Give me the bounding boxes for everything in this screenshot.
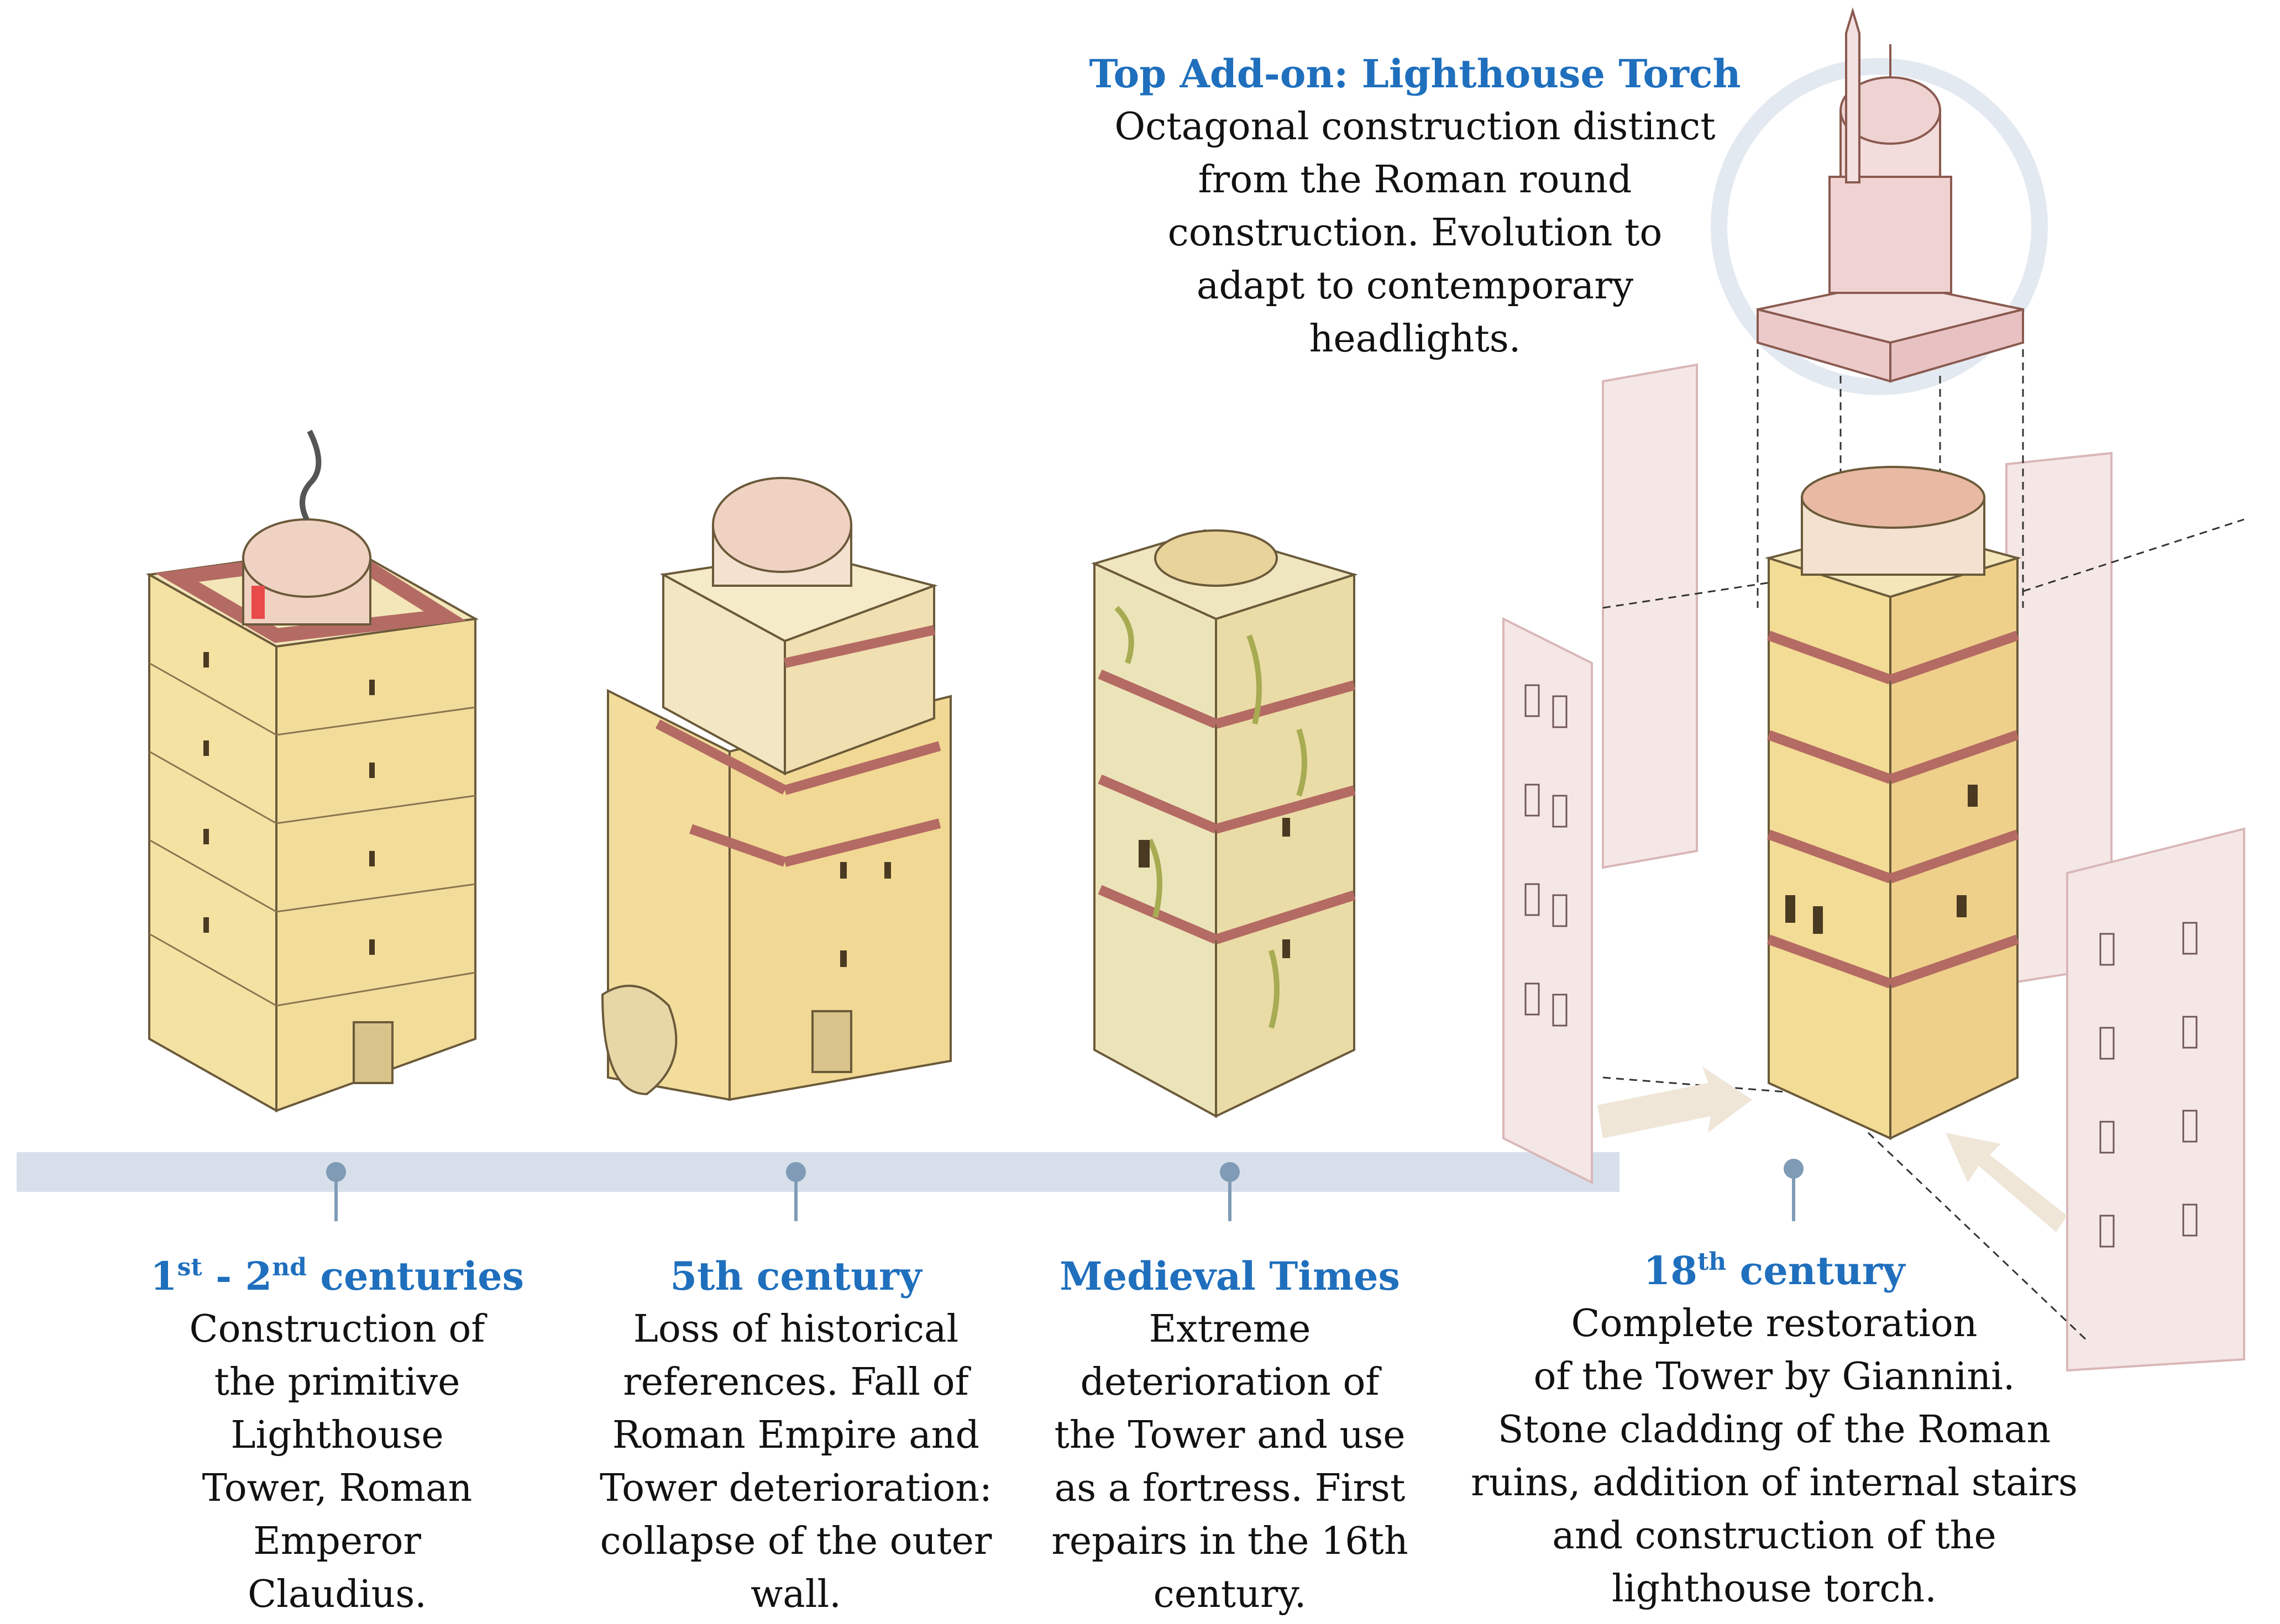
top-addon-description: Octagonal construction distinct from the… <box>1114 105 1716 361</box>
marker-stage-1 <box>326 1162 346 1221</box>
stage-label-1: 1st - 2nd centuries Construction of the … <box>144 1250 531 1621</box>
stage-label-4: 18th century Complete restoration of the… <box>1459 1244 2089 1616</box>
timeline-bar <box>17 1152 1619 1192</box>
stage-description-2: Loss of historical references. Fall of R… <box>600 1307 992 1616</box>
stage-title-1: 1st - 2nd centuries <box>150 1253 525 1299</box>
top-addon-title: Top Add-on: Lighthouse Torch <box>1089 51 1741 97</box>
top-addon-label: Top Add-on: Lighthouse Torch Octagonal c… <box>1083 48 1747 366</box>
restored-tower <box>1764 466 2022 1141</box>
stage-title-4: 18th century <box>1643 1248 1905 1294</box>
assembly-arrows <box>1597 1066 2067 1232</box>
tower-medieval-illustration <box>1091 529 1358 1118</box>
marker-stage-4 <box>1784 1159 1804 1221</box>
tower-roman-illustration <box>145 429 479 1113</box>
stage-description-4: Complete restoration of the Tower by Gia… <box>1471 1302 2078 1611</box>
timeline-markers <box>326 1159 1804 1221</box>
tower-collapsed-illustration <box>601 477 952 1101</box>
torch-ring <box>1711 58 2048 395</box>
marker-stage-3 <box>1220 1162 1240 1221</box>
lighthouse-torch <box>1757 7 2024 383</box>
stage-title-3: Medieval Times <box>1060 1253 1400 1299</box>
marker-stage-2 <box>786 1162 806 1221</box>
stage-label-3: Medieval Times Extreme deterioration of … <box>1028 1250 1432 1621</box>
ghost-windows <box>1524 684 2198 1248</box>
stage-description-1: Construction of the primitive Lighthouse… <box>189 1307 485 1616</box>
stage-title-2: 5th century <box>670 1253 922 1299</box>
stage-label-2: 5th century Loss of historical reference… <box>580 1250 1011 1621</box>
stage-description-3: Extreme deterioration of the Tower and u… <box>1051 1307 1408 1616</box>
tower-restoration-illustration <box>1502 7 2245 1372</box>
